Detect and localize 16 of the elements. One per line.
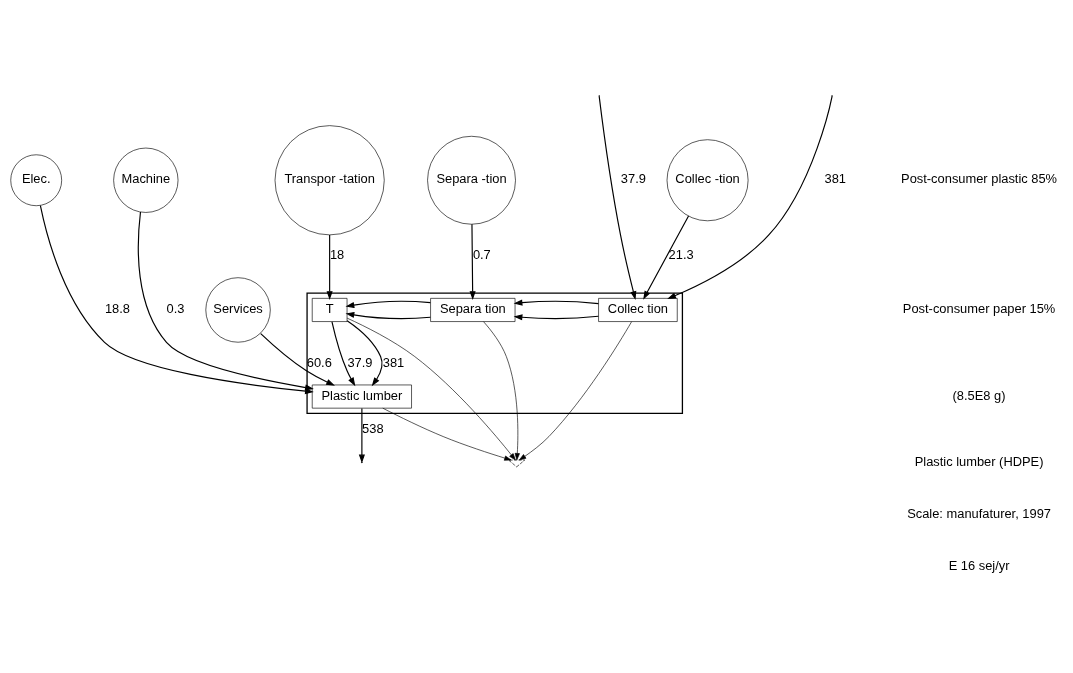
edge-label: 18.8: [104, 300, 130, 316]
edge-label: 538: [362, 420, 384, 436]
edge-label: 21.3: [668, 246, 694, 262]
edge-label: 37.9: [347, 354, 373, 370]
label: Plastic lumber (HDPE): [914, 453, 1044, 469]
edge-label: 0.7: [472, 246, 491, 262]
label: Scale: manufaturer, 1997: [907, 505, 1052, 521]
edge-label: 37.9: [620, 170, 646, 186]
label: Post-consumer plastic 85%: [901, 170, 1058, 186]
label: Post-consumer paper 15%: [902, 300, 1056, 316]
edge-label: 18: [329, 246, 345, 262]
label: E 16 sej/yr: [948, 557, 1010, 573]
edge-label: 0.3: [166, 300, 185, 316]
label: (8.5E8 g): [952, 387, 1006, 403]
edge-label: 381: [824, 170, 846, 186]
edge-label: 381: [382, 354, 405, 370]
